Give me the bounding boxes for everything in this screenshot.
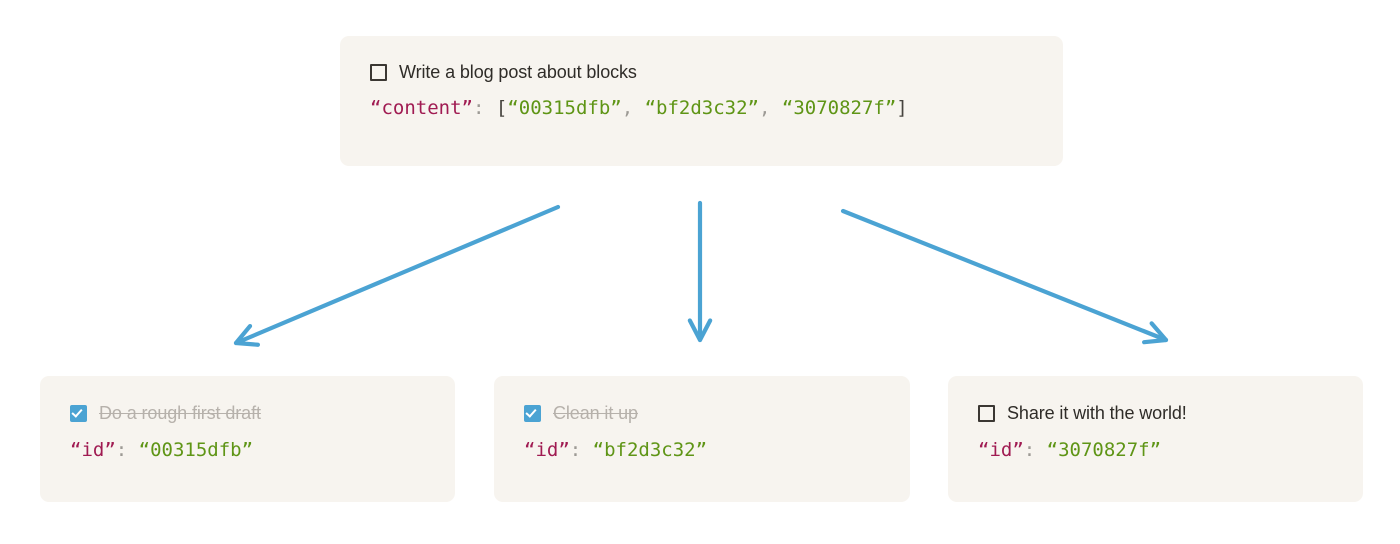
- json-key: “id”: [978, 439, 1024, 461]
- json-space: [581, 439, 592, 461]
- check-mark-icon: [525, 406, 537, 418]
- json-key: “id”: [70, 439, 116, 461]
- arrow-to-second-child-head-icon: [687, 318, 713, 343]
- child-block-card[interactable]: Clean it up “id”: “bf2d3c32”: [494, 376, 910, 502]
- json-value: “bf2d3c32”: [592, 439, 708, 461]
- arrow-to-first-child-head-icon: [233, 323, 261, 347]
- child-todo-label: Clean it up: [553, 403, 638, 423]
- json-separator-1: ,: [758, 97, 782, 119]
- root-json-line: “content”: [“00315dfb”, “bf2d3c32”, “307…: [370, 97, 908, 119]
- json-key: “content”: [370, 97, 473, 119]
- child-todo-row[interactable]: Clean it up: [524, 403, 638, 424]
- child-json-line: “id”: “3070827f”: [978, 439, 1161, 461]
- json-value: “00315dfb”: [138, 439, 254, 461]
- json-close-bracket: ]: [896, 97, 908, 119]
- child-todo-row[interactable]: Share it with the world!: [978, 403, 1187, 424]
- checkbox-empty-icon[interactable]: [978, 405, 995, 422]
- json-separator-0: ,: [621, 97, 645, 119]
- json-colon: :: [569, 439, 582, 461]
- json-value: “3070827f”: [1046, 439, 1162, 461]
- check-mark-icon: [71, 406, 83, 418]
- root-block-card[interactable]: Write a blog post about blocks “content”…: [340, 36, 1063, 166]
- root-todo-row[interactable]: Write a blog post about blocks: [370, 62, 637, 83]
- json-space: [1035, 439, 1046, 461]
- child-block-card[interactable]: Share it with the world! “id”: “3070827f…: [948, 376, 1363, 502]
- checkbox-empty-icon[interactable]: [370, 64, 387, 81]
- json-colon: :: [115, 439, 128, 461]
- child-json-line: “id”: “00315dfb”: [70, 439, 253, 461]
- json-colon: :: [1023, 439, 1036, 461]
- json-array-value-1: “bf2d3c32”: [644, 97, 759, 119]
- checkbox-checked-icon[interactable]: [70, 405, 87, 422]
- json-space: [127, 439, 138, 461]
- child-todo-label: Do a rough first draft: [99, 403, 261, 423]
- child-todo-label: Share it with the world!: [1007, 403, 1187, 423]
- child-json-line: “id”: “bf2d3c32”: [524, 439, 707, 461]
- json-array-value-0: “00315dfb”: [507, 97, 622, 119]
- arrow-to-third-child-head-icon: [1142, 321, 1169, 345]
- child-todo-row[interactable]: Do a rough first draft: [70, 403, 261, 424]
- child-block-card[interactable]: Do a rough first draft “id”: “00315dfb”: [40, 376, 455, 502]
- json-space: [484, 97, 495, 119]
- json-key: “id”: [524, 439, 570, 461]
- checkbox-checked-icon[interactable]: [524, 405, 541, 422]
- json-open-bracket: [: [495, 97, 508, 119]
- arrow-to-first-child: [233, 204, 561, 346]
- json-colon: :: [472, 97, 485, 119]
- arrow-to-third-child: [840, 208, 1169, 343]
- json-array-value-2: “3070827f”: [781, 97, 897, 119]
- root-todo-label: Write a blog post about blocks: [399, 62, 637, 82]
